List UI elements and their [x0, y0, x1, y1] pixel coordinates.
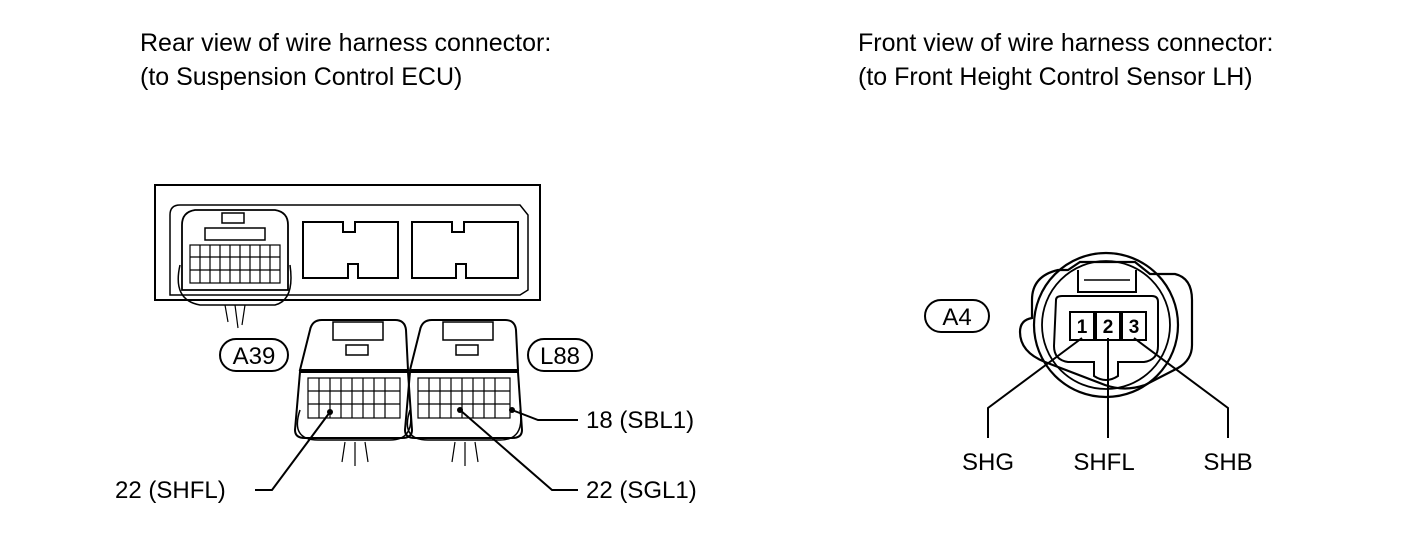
callout-shfl-left-text: 22 (SHFL) [115, 477, 226, 504]
right-caption-line2: (to Front Height Control Sensor LH) [858, 63, 1253, 91]
callout-sgl1-text: 22 (SGL1) [586, 477, 697, 504]
label-a39-text: A39 [233, 343, 276, 370]
label-a4-text: A4 [942, 304, 971, 331]
callout-shfl-left: 22 (SHFL) [115, 409, 333, 504]
left-caption: Rear view of wire harness connector: (to… [140, 26, 551, 94]
leader-shb: SHB [1133, 337, 1253, 476]
a4-pin-1: 1 [1077, 317, 1088, 338]
terminal-shb: SHB [1203, 449, 1252, 476]
connector-a4: 1 2 3 [1018, 251, 1194, 399]
leader-shfl: SHFL [1073, 338, 1135, 476]
right-caption: Front view of wire harness connector: (t… [858, 26, 1273, 94]
right-caption-line1: Front view of wire harness connector: [858, 29, 1274, 57]
a4-pin-2: 2 [1103, 317, 1114, 338]
label-l88-text: L88 [540, 343, 580, 370]
terminal-shfl: SHFL [1073, 449, 1134, 476]
plug-a39 [293, 319, 414, 466]
label-l88: L88 [527, 338, 593, 372]
leader-shg: SHG [962, 337, 1083, 476]
terminal-shg: SHG [962, 449, 1014, 476]
label-a39: A39 [219, 338, 289, 372]
callout-sgl1: 22 (SGL1) [457, 407, 697, 504]
callout-sbl1-text: 18 (SBL1) [586, 407, 694, 434]
left-caption-line1: Rear view of wire harness connector: [140, 29, 552, 57]
plug-l88 [403, 319, 524, 466]
label-a4: A4 [924, 299, 990, 333]
ecu-housing [154, 184, 541, 329]
a4-pin-3: 3 [1129, 317, 1140, 338]
left-caption-line2: (to Suspension Control ECU) [140, 63, 463, 91]
callout-sbl1: 18 (SBL1) [509, 407, 694, 434]
